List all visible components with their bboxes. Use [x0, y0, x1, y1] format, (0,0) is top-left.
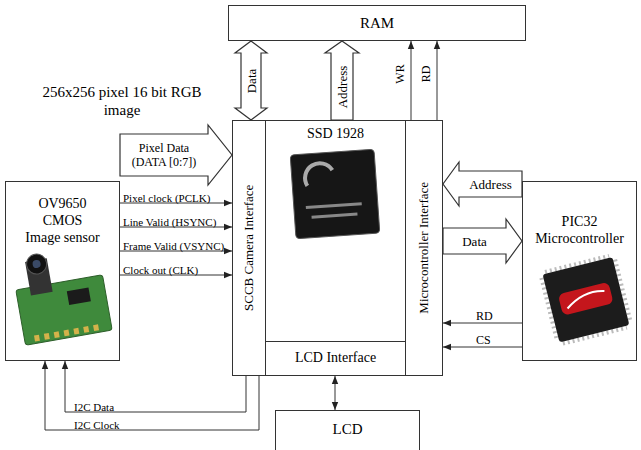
note-holder: 256x256 pixel 16 bit RGB image — [32, 83, 212, 119]
node-label: RAM — [360, 14, 394, 32]
signal-label-holder: Pixel clock (PCLK) — [123, 188, 210, 206]
board-contact — [93, 324, 99, 331]
node-label: LCD Interface — [295, 350, 376, 367]
controller-chip-picture — [290, 149, 380, 239]
signal-name: CS — [476, 333, 491, 347]
vertical-label: Microcontroller Interface — [416, 182, 432, 314]
signal-label-holder: Pixel Data (DATA [0:7]) — [124, 141, 204, 170]
microcontroller-box: PIC32 Microcontroller — [522, 181, 637, 361]
vertical-label: SCCB Camera Interface — [241, 185, 257, 311]
interface-band: SCCB Camera Interface — [232, 120, 266, 376]
signal-label-holder: Line Valid (HSYNC) — [123, 212, 216, 230]
signal-label-holder: RD — [476, 306, 493, 324]
signal-label-holder: I2C Data — [74, 397, 114, 415]
signal-arrow — [45, 361, 259, 430]
signal-label-holder: Data — [462, 232, 487, 250]
chip-logo — [558, 282, 614, 316]
signal-label-holder: Frame Valid (VSYNC) — [123, 236, 224, 254]
signal-name: I2C Clock — [74, 419, 120, 431]
signal-arrow — [65, 361, 246, 412]
bus-label: Pixel Data (DATA [0:7]) — [124, 141, 204, 170]
interface-band: Microcontroller Interface — [405, 120, 443, 376]
node-label: PIC32 Microcontroller — [527, 214, 632, 248]
board-contact — [73, 328, 79, 335]
chip-body — [290, 149, 380, 239]
bus-arrow — [235, 41, 267, 120]
memory-box: RAM — [228, 5, 526, 41]
signal-label-holder: Data — [242, 68, 260, 93]
board-chip — [67, 287, 91, 305]
signal-arrow — [411, 41, 412, 120]
signal-label-holder: CS — [476, 330, 491, 348]
node-label: LCD — [283, 420, 413, 438]
bus-arrow — [443, 219, 522, 263]
bus-label: Data — [462, 234, 487, 249]
bus-label: Data — [244, 68, 259, 93]
signal-label-holder: I2C Clock — [74, 415, 120, 433]
signal-name: RD — [476, 309, 493, 323]
lens-glass — [32, 259, 41, 268]
node-label: SSD 1928 — [266, 126, 405, 143]
board-contact — [64, 330, 70, 337]
board-contact — [34, 335, 40, 342]
signal-label-holder: WR — [390, 64, 408, 83]
bus-arrow — [120, 125, 232, 185]
chip-logo — [304, 162, 333, 186]
chip-marking — [311, 212, 357, 218]
signal-name: WR — [393, 64, 407, 83]
camera-module-picture — [10, 243, 112, 345]
signal-label-holder: RD — [416, 66, 434, 83]
signal-name: Pixel clock (PCLK) — [123, 192, 210, 204]
bus-label: Address — [335, 65, 350, 108]
sensor-box: OV9650 CMOS Image sensor — [5, 181, 120, 361]
signal-name: RD — [419, 66, 433, 83]
signal-name: I2C Data — [74, 401, 114, 413]
board-contact — [83, 326, 89, 333]
signal-label-holder: Address — [469, 175, 512, 193]
display-box: LCD — [275, 410, 420, 450]
node-label: OV9650 CMOS Image sensor — [25, 196, 101, 246]
lens — [25, 252, 48, 275]
chip-logo-swoosh — [565, 289, 606, 308]
interface-band: LCD Interface — [265, 341, 406, 376]
signal-arrow — [437, 41, 438, 120]
signal-name: Line Valid (HSYNC) — [123, 216, 216, 228]
signal-label-holder: Clock out (CLK) — [123, 260, 198, 278]
signal-arrow — [335, 376, 336, 410]
signal-name: Frame Valid (VSYNC) — [123, 240, 224, 252]
bus-arrow — [443, 162, 522, 206]
board-contact — [44, 333, 50, 340]
chip-marking — [306, 202, 362, 209]
bus-arrow — [325, 41, 359, 120]
image-format-note: 256x256 pixel 16 bit RGB image — [32, 83, 212, 119]
signal-name: Clock out (CLK) — [123, 264, 198, 276]
chip-body — [543, 257, 630, 342]
controller-chip-box: SSD 1928SCCB Camera Interface Microcontro… — [232, 120, 443, 376]
signal-label-holder: Address — [333, 65, 351, 108]
bus-label: Address — [469, 177, 512, 192]
board-contact — [54, 331, 60, 338]
microcontroller-chip-picture — [540, 255, 632, 345]
